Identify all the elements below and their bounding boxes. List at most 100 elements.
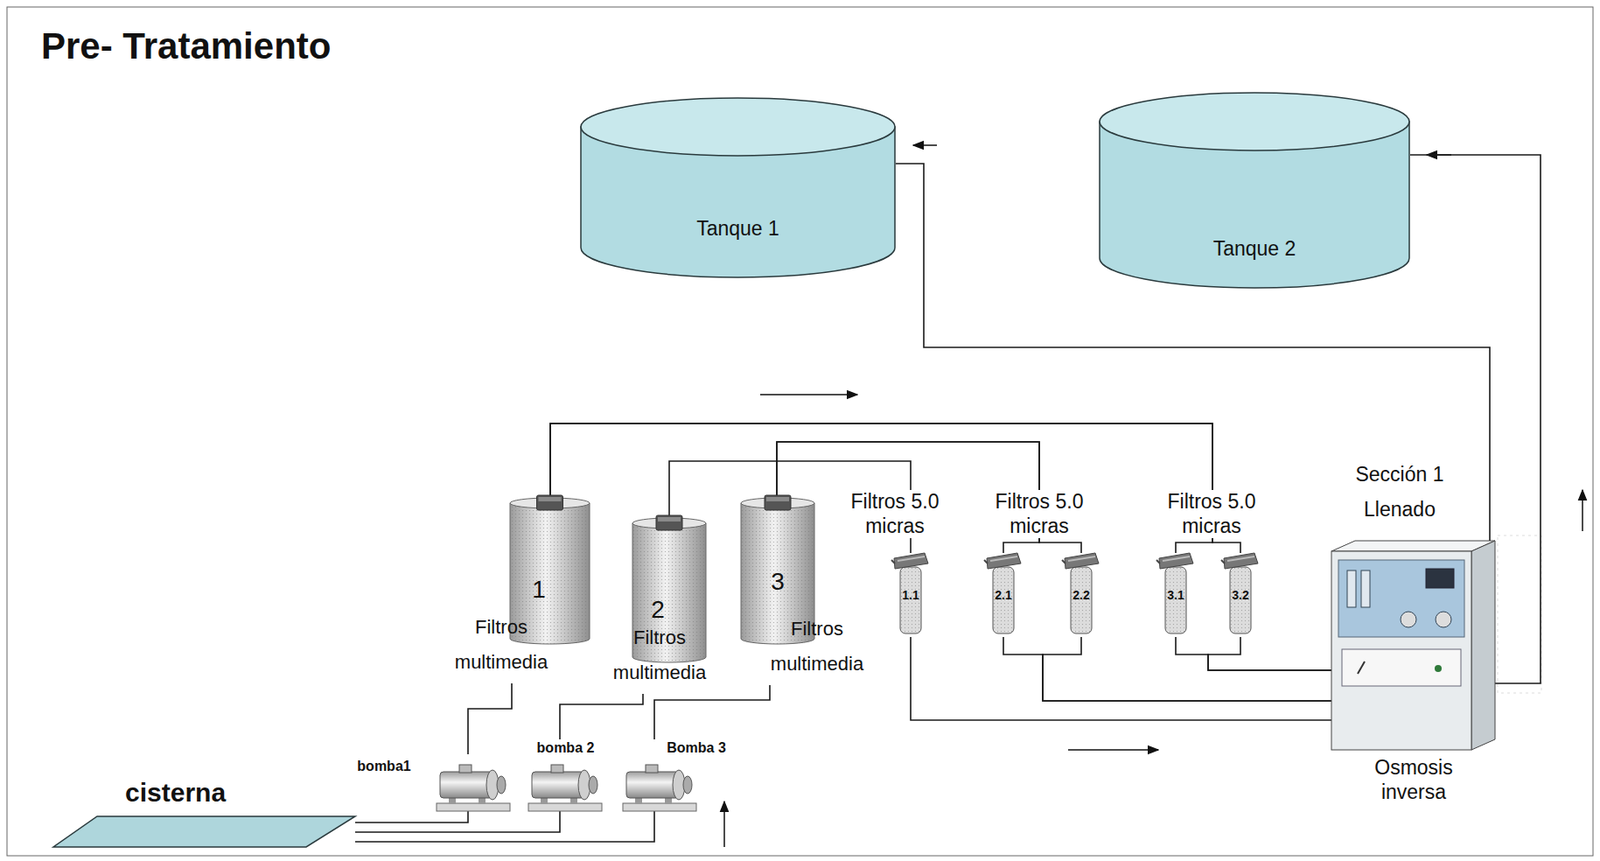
cartridge-head-shine bbox=[1162, 556, 1190, 561]
unit-lamp bbox=[1434, 664, 1442, 672]
reverse-osmosis-unit: Sección 1 LlenadoOsmosis inversa bbox=[1331, 540, 1496, 750]
cistern-label: cisterna bbox=[125, 776, 283, 809]
pump-base bbox=[528, 803, 602, 811]
pump-motor bbox=[440, 771, 493, 798]
filter-label: Filtros multimedia bbox=[435, 609, 567, 679]
flow-arrow bbox=[723, 801, 726, 847]
pipe bbox=[1042, 636, 1332, 701]
flow-arrow bbox=[1581, 489, 1584, 532]
cartridge-head-shine bbox=[897, 556, 925, 561]
cartridge-handle bbox=[1156, 559, 1160, 564]
flow-arrow bbox=[1068, 748, 1159, 751]
pump-label: Bomba 3 bbox=[649, 739, 743, 756]
tank-label: Tanque 2 bbox=[1098, 237, 1411, 262]
pump-box bbox=[459, 764, 472, 773]
pipe bbox=[910, 636, 1332, 720]
pump-box bbox=[645, 764, 658, 773]
unit-frame bbox=[1497, 535, 1542, 693]
cartridge-handle bbox=[891, 559, 895, 564]
flow-arrow bbox=[913, 144, 937, 147]
cartridge-handle bbox=[984, 559, 988, 564]
storage-tank: Tanque 2 bbox=[1098, 91, 1411, 288]
pipe bbox=[355, 810, 655, 842]
cistern-shape bbox=[53, 816, 356, 847]
multimedia-filter: 1Filtros multimedia bbox=[433, 495, 590, 684]
unit-side bbox=[1471, 540, 1496, 750]
unit-gauge bbox=[1361, 570, 1370, 608]
unit-display bbox=[1425, 568, 1454, 588]
cartridge-handle bbox=[1062, 559, 1066, 564]
cartridge-head bbox=[894, 552, 929, 569]
filter-valve bbox=[764, 495, 791, 511]
cartridge-number: 2.2 bbox=[1060, 587, 1103, 603]
filter-valve-top bbox=[538, 496, 562, 502]
node-outline bbox=[1331, 540, 1496, 750]
pump-motor bbox=[626, 771, 679, 798]
cartridge-filter: 1.1 bbox=[889, 552, 932, 637]
pump: bomba1 bbox=[349, 754, 511, 811]
filter-valve-top bbox=[657, 517, 681, 522]
unit-top bbox=[1331, 540, 1496, 552]
filter-number: 3 bbox=[760, 566, 796, 597]
cartridge-filter: 2.2 bbox=[1060, 552, 1103, 637]
unit-gauge bbox=[1347, 570, 1356, 608]
pump-coupling bbox=[588, 775, 598, 794]
cartridge-filter: 2.1 bbox=[982, 552, 1025, 637]
filter-group-label: Filtros 5.0 micras bbox=[838, 489, 952, 538]
cartridge-head bbox=[1223, 552, 1258, 569]
unit-panel bbox=[1338, 559, 1465, 637]
tank-label: Tanque 1 bbox=[579, 216, 896, 242]
filter-number: 1 bbox=[521, 574, 557, 605]
unit-lower-panel bbox=[1341, 649, 1461, 686]
cartridge-handle bbox=[1221, 559, 1225, 564]
unit-front bbox=[1331, 551, 1472, 750]
cartridge-head bbox=[1064, 552, 1099, 569]
pump-motor bbox=[531, 771, 585, 798]
tank-top bbox=[1099, 92, 1410, 151]
cartridge-number: 3.1 bbox=[1154, 587, 1197, 603]
pump-box bbox=[551, 764, 564, 773]
filter-number: 2 bbox=[640, 594, 676, 625]
multimedia-filter: 2Filtros multimedia bbox=[593, 515, 727, 694]
cartridge-number: 1.1 bbox=[889, 587, 932, 603]
page-frame bbox=[6, 6, 1594, 856]
cartridge-filter: 3.2 bbox=[1219, 552, 1262, 637]
pipe bbox=[1175, 636, 1332, 671]
pipe bbox=[355, 810, 469, 823]
cartridge-head-shine bbox=[1227, 556, 1255, 561]
cartridge-number: 2.1 bbox=[982, 587, 1025, 603]
filter-valve bbox=[656, 515, 683, 531]
pump-symbol bbox=[436, 764, 511, 811]
filter-group-label: Filtros 5.0 micras bbox=[982, 489, 1097, 538]
pump-label: bomba1 bbox=[349, 757, 420, 775]
pump-coupling bbox=[683, 775, 692, 794]
cartridge-head-shine bbox=[1068, 556, 1096, 561]
cistern: cisterna bbox=[53, 776, 356, 847]
pipe bbox=[654, 684, 770, 740]
title: Pre- Tratamiento bbox=[41, 24, 331, 69]
pipe bbox=[1208, 636, 1332, 671]
storage-tank: Tanque 1 bbox=[579, 97, 896, 278]
filter-valve bbox=[537, 495, 564, 511]
unit-label: Osmosis inversa bbox=[1352, 755, 1475, 804]
pipe bbox=[1003, 636, 1332, 701]
filter-label: Filtros multimedia bbox=[593, 620, 726, 690]
unit-knob bbox=[1435, 611, 1452, 628]
cartridge-head bbox=[1159, 552, 1194, 569]
cartridge-filter: 3.1 bbox=[1154, 552, 1197, 637]
pipe bbox=[355, 810, 560, 832]
pipe bbox=[468, 683, 512, 755]
pump-coupling bbox=[496, 775, 506, 794]
filter-label: Filtros multimedia bbox=[751, 611, 883, 681]
pump-label: bomba 2 bbox=[520, 739, 611, 756]
unit-switch bbox=[1357, 661, 1365, 674]
tank-top bbox=[580, 97, 895, 156]
pump-symbol bbox=[528, 764, 602, 811]
unit-label: Sección 1 Llenado bbox=[1342, 456, 1457, 528]
pipe bbox=[559, 693, 643, 740]
cartridge-head-shine bbox=[990, 556, 1018, 561]
pump-base bbox=[436, 803, 511, 811]
pump: Bomba 3 bbox=[622, 739, 745, 811]
pump: bomba 2 bbox=[520, 739, 613, 811]
